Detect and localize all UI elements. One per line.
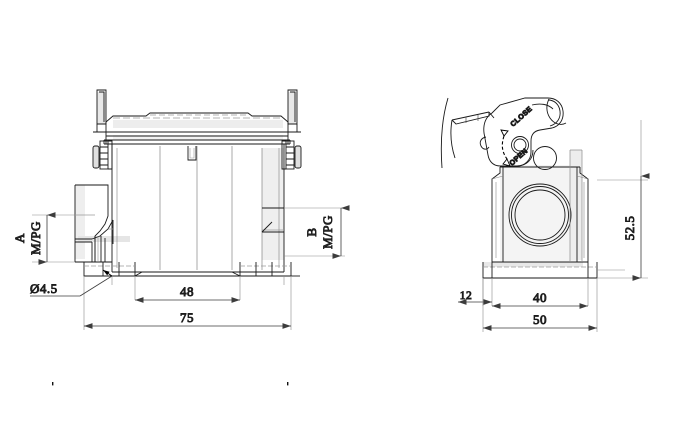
side-right-post [569, 149, 583, 262]
dimension-50-text: 50 [533, 312, 547, 327]
page-speck-right [287, 382, 289, 386]
mounting-foot-right [231, 262, 300, 277]
mounting-foot-left [83, 262, 284, 277]
right-taper-detail [261, 207, 284, 233]
dimension-thread-left [32, 212, 75, 265]
front-view: 48 75 A M/PG B M/PG Ø4.5 [12, 89, 350, 330]
dimension-12-text: 12 [460, 290, 473, 302]
side-housing-body [491, 166, 589, 263]
lever-close-label: CLOSE [508, 104, 534, 128]
hinge-pin-right [281, 140, 302, 170]
dimension-75-text: 75 [180, 310, 194, 325]
thread-label-a: A [12, 233, 27, 243]
dimension-thread-right [284, 205, 350, 259]
page-speck-left [52, 382, 54, 386]
dimension-40-text: 40 [533, 290, 547, 305]
thread-label-a-mpg: M/PG [28, 221, 43, 255]
housing-body [111, 144, 285, 273]
hole-callout-text: Ø4.5 [30, 281, 58, 296]
lever-open-label: OPEN [507, 146, 529, 167]
side-base-flange [482, 262, 625, 279]
cable-entry-left [74, 184, 114, 263]
housing-lid [103, 112, 291, 145]
locking-lever-cam [479, 97, 567, 170]
thread-label-b-mpg: M/PG [320, 215, 335, 249]
hinge-pin-left [92, 140, 113, 170]
dimension-48-text: 48 [180, 284, 194, 299]
dimension-52-5-text: 52.5 [622, 216, 637, 241]
front-view-shading [75, 92, 297, 260]
side-view: CLOSE OPEN [440, 97, 650, 332]
thread-label-b: B [304, 227, 319, 236]
locking-lever-handle [440, 97, 495, 169]
hole-callout-leader [30, 269, 113, 297]
front-extension-lines [83, 276, 292, 330]
lever-direction-arrows [500, 129, 511, 167]
dimension-12 [458, 278, 492, 306]
